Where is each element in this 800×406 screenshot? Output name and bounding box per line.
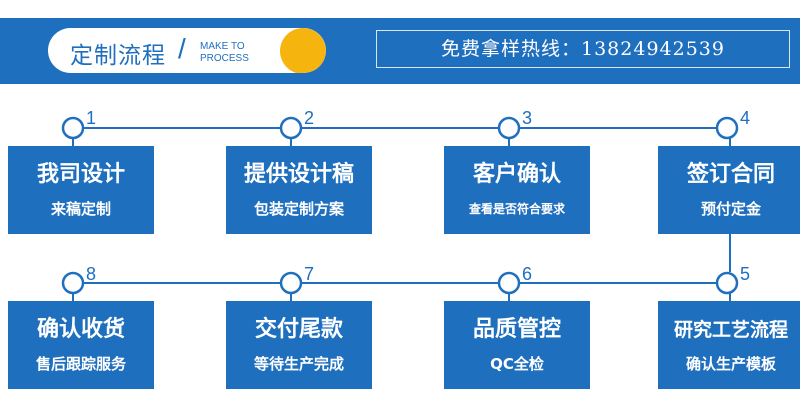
step-8-box: 确认收货 售后跟踪服务 — [8, 301, 154, 389]
hotline-box: 免费拿样热线：13824942539 — [376, 30, 790, 68]
step-6-node-icon — [497, 271, 521, 295]
title-english: MAKE TO PROCESS — [200, 41, 249, 65]
step-1-box: 我司设计 来稿定制 — [8, 146, 154, 234]
step-7-box: 交付尾款 等待生产完成 — [226, 301, 372, 389]
step-8-title: 确认收货 — [36, 317, 125, 342]
title-english-line1: MAKE TO — [200, 41, 245, 52]
title-english-line2: PROCESS — [200, 53, 249, 64]
step-2-title: 提供设计稿 — [243, 162, 354, 187]
step-7-number: 7 — [304, 264, 314, 284]
step-1-number: 1 — [86, 108, 96, 128]
step-5-subtitle: 确认生产模板 — [685, 355, 776, 373]
step-7-subtitle: 等待生产完成 — [253, 355, 344, 373]
title-slash: / — [178, 33, 186, 64]
step-6-title: 品质管控 — [472, 317, 561, 342]
step-4-number: 4 — [740, 108, 750, 128]
step-6-number: 6 — [522, 264, 532, 284]
step-4-title: 签订合同 — [686, 162, 775, 187]
orange-dot-icon — [280, 28, 326, 73]
header-banner: 定制流程 / MAKE TO PROCESS 免费拿样热线：1382494253… — [0, 18, 800, 84]
step-1-title: 我司设计 — [36, 162, 125, 187]
step-3-number: 3 — [522, 108, 532, 128]
step-3-box: 客户确认 查看是否符合要求 — [444, 146, 590, 234]
step-4-node-icon — [715, 116, 739, 140]
step-6-box: 品质管控 QC全检 — [444, 301, 590, 389]
title-pill: 定制流程 / MAKE TO PROCESS — [48, 28, 326, 73]
page-title: 定制流程 — [70, 43, 166, 69]
step-5-title: 研究工艺流程 — [673, 319, 788, 341]
step-2-node-icon — [279, 116, 303, 140]
step-3-title: 客户确认 — [472, 162, 561, 187]
step-2-subtitle: 包装定制方案 — [253, 200, 344, 218]
step-7-title: 交付尾款 — [254, 317, 343, 342]
step-5-number: 5 — [740, 264, 750, 284]
step-5-box: 研究工艺流程 确认生产模板 — [658, 301, 800, 389]
step-3-subtitle: 查看是否符合要求 — [468, 202, 565, 216]
step-2-number: 2 — [304, 108, 314, 128]
step-4-subtitle: 预付定金 — [700, 200, 761, 218]
step-2-box: 提供设计稿 包装定制方案 — [226, 146, 372, 234]
step-1-subtitle: 来稿定制 — [50, 200, 111, 218]
step-5-node-icon — [715, 271, 739, 295]
step-8-number: 8 — [86, 264, 96, 284]
step-6-subtitle: QC全检 — [490, 355, 544, 373]
step-7-node-icon — [279, 271, 303, 295]
step-4-box: 签订合同 预付定金 — [658, 146, 800, 234]
step-8-node-icon — [61, 271, 85, 295]
step-8-subtitle: 售后跟踪服务 — [35, 355, 126, 373]
step-1-node-icon — [61, 116, 85, 140]
step-3-node-icon — [497, 116, 521, 140]
